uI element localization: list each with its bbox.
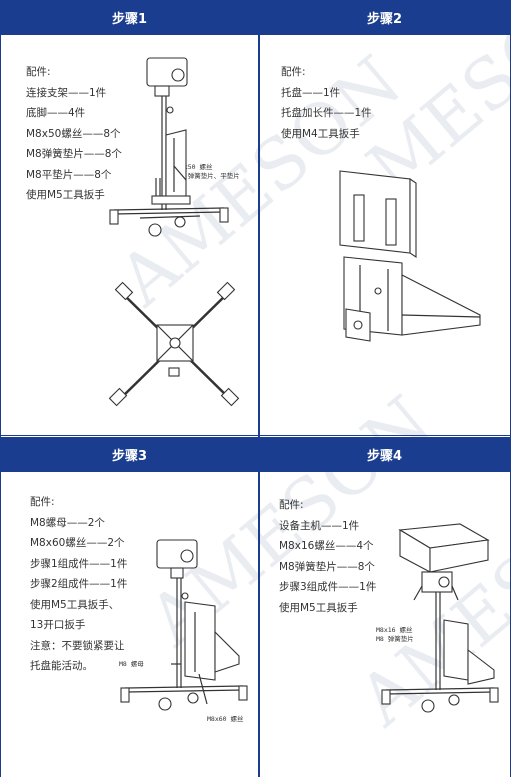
- step-4-callout: M8x16 螺丝 M8 弹簧垫片: [376, 626, 414, 643]
- step-4-device-illustration: [381, 523, 499, 713]
- parts-label: 配件:: [281, 66, 306, 78]
- step-2-panel: 步骤2 配件: 托盘——1件 托盘加长件——1件 使用M4工具扳手: [259, 0, 510, 435]
- step-3-callout-nut: M8 螺母: [119, 660, 144, 668]
- step-3-title: 步骤3: [111, 449, 148, 464]
- note-text: 托盘能活动。: [30, 660, 93, 672]
- step-2-tray-illustration: [339, 170, 481, 342]
- step-2-parts-list: 配件: 托盘——1件 托盘加长件——1件 使用M4工具扳手: [281, 62, 372, 144]
- step-1-panel: 步骤1 配件: 连接支架——1件 底脚——4件 M8x50螺丝——8个 M8弹簧…: [1, 0, 258, 435]
- step-1-header: 步骤1: [1, 0, 258, 35]
- step-1-base-illustration: [108, 281, 240, 407]
- step-2-title: 步骤2: [366, 12, 403, 27]
- part-item: 连接支架——1件: [26, 86, 107, 99]
- step-3-callout-screw: M8x60 螺丝: [207, 715, 244, 723]
- part-item: M8弹簧垫片——8个: [26, 148, 122, 160]
- part-item: 托盘——1件: [281, 86, 341, 99]
- part-item: 步骤1组成件——1件: [30, 557, 128, 570]
- part-item: 13开口扳手: [30, 619, 86, 631]
- part-item: 使用M5工具扳手: [26, 189, 105, 201]
- parts-label: 配件:: [279, 499, 304, 511]
- step-4-header: 步骤4: [259, 437, 510, 472]
- part-item: 托盘加长件——1件: [281, 107, 372, 119]
- step-3-panel: 步骤3 配件: M8螺母——2个 M8x60螺丝——2个 步骤1组成件——1件 …: [1, 437, 258, 777]
- part-item: 步骤3组成件——1件: [279, 581, 377, 593]
- step-4-parts-list: 配件: 设备主机——1件 M8x16螺丝——4个 M8弹簧垫片——8个 步骤3组…: [279, 495, 376, 618]
- step-1-title: 步骤1: [111, 12, 148, 27]
- part-item: 设备主机——1件: [279, 519, 360, 532]
- step-3-parts-list: 配件: M8螺母——2个 M8x60螺丝——2个 步骤1组成件——1件 步骤2组…: [30, 492, 127, 677]
- part-item: 底脚——4件: [26, 107, 86, 119]
- step-4-title: 步骤4: [366, 449, 403, 464]
- part-item: 使用M4工具扳手: [281, 127, 360, 140]
- row-divider: [0, 435, 511, 436]
- part-item: 使用M5工具扳手: [279, 601, 358, 614]
- step-3-header: 步骤3: [1, 437, 258, 472]
- part-item: M8平垫片——8个: [26, 168, 112, 181]
- left-border: [0, 0, 1, 777]
- step-1-callout: M8x50 螺丝 M8 弹簧垫片、平垫片: [176, 163, 240, 180]
- parts-label: 配件:: [26, 66, 51, 78]
- part-item: M8x50螺丝——8个: [26, 127, 121, 140]
- step-1-parts-list: 配件: 连接支架——1件 底脚——4件 M8x50螺丝——8个 M8弹簧垫片——…: [26, 62, 122, 206]
- part-item: M8弹簧垫片——8个: [279, 560, 375, 573]
- column-divider: [258, 0, 260, 777]
- step-2-header: 步骤2: [259, 0, 510, 35]
- part-item: M8x60螺丝——2个: [30, 537, 125, 549]
- part-item: 步骤2组成件——1件: [30, 578, 128, 590]
- step-4-panel: 步骤4 配件: 设备主机——1件 M8x16螺丝——4个 M8弹簧垫片——8个 …: [259, 437, 510, 777]
- step-3-stand-illustration: [120, 539, 248, 711]
- note-text: 注意：不要锁紧要让: [30, 639, 125, 652]
- step-1-stand-illustration: [109, 57, 229, 237]
- part-item: M8x16螺丝——4个: [279, 540, 374, 552]
- part-item: 使用M5工具扳手、: [30, 598, 120, 611]
- parts-label: 配件:: [30, 496, 55, 508]
- part-item: M8螺母——2个: [30, 516, 105, 529]
